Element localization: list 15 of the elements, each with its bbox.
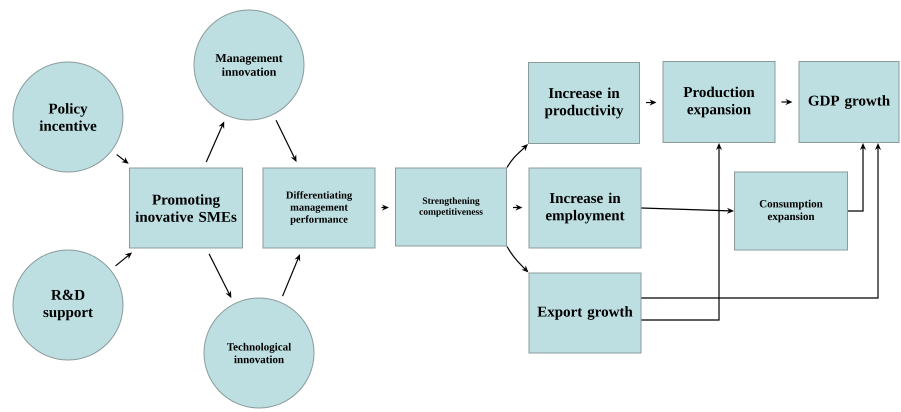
process-box: GDP growth xyxy=(798,61,900,143)
process-box: Increase in employment xyxy=(528,168,642,248)
process-box: Consumption expansion xyxy=(734,172,848,250)
arrow xyxy=(506,246,528,272)
process-box: Production expansion xyxy=(662,61,776,143)
process-box: Strengthening competitiveness xyxy=(395,168,507,246)
process-box: Export growth xyxy=(528,272,642,354)
process-box: Promoting inovative SMEs xyxy=(129,168,243,248)
process-box: Differentiating management performance xyxy=(262,168,376,248)
circle-node: Policy incentive xyxy=(12,62,124,172)
arrow xyxy=(506,144,528,168)
circle-node: R&D support xyxy=(12,250,124,360)
circle-node: Management innovation xyxy=(194,10,304,120)
process-box: Increase in productivity xyxy=(528,62,640,144)
circle-node: Technological innovation xyxy=(204,298,314,408)
